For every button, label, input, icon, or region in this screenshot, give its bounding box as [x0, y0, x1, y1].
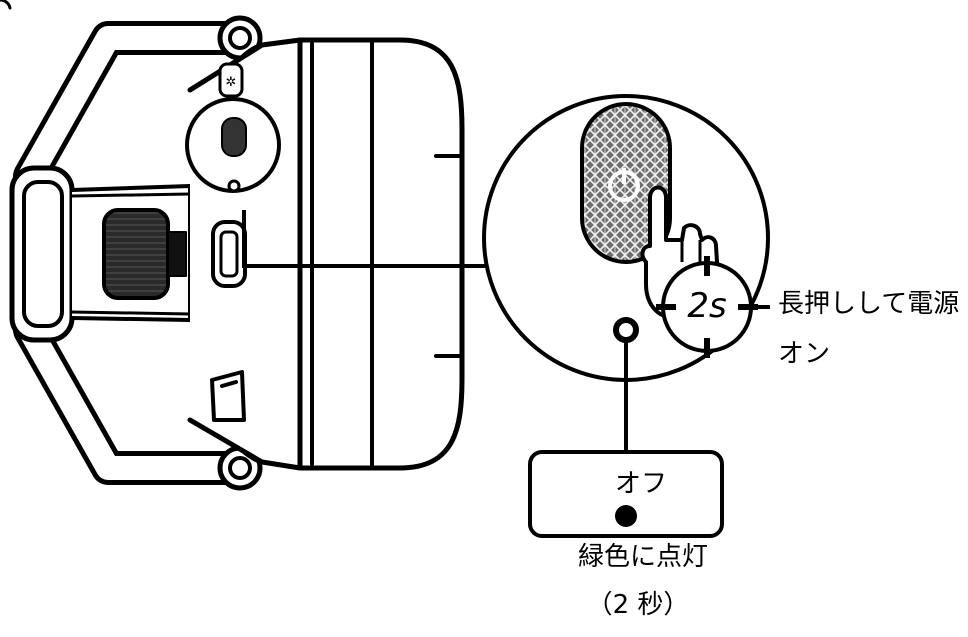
timer-icon [656, 256, 770, 358]
zoom-circle [482, 94, 770, 382]
svg-text:✲: ✲ [226, 75, 237, 90]
led-status-box [528, 450, 724, 538]
led-off-label: オフ [614, 469, 667, 499]
callout-connector [242, 210, 494, 268]
hold-instruction-line2: オン [778, 339, 831, 369]
led-duration-label: （2 秒） [586, 590, 690, 620]
hold-instruction-line1: 長押しして電源 [778, 289, 960, 319]
press-duration-label: 2s [687, 286, 727, 326]
headphone-icon: ✲ [0, 0, 465, 491]
led-green-label: 緑色に点灯 [577, 542, 708, 572]
led-icon [613, 317, 639, 343]
led-off-dot [615, 505, 637, 527]
